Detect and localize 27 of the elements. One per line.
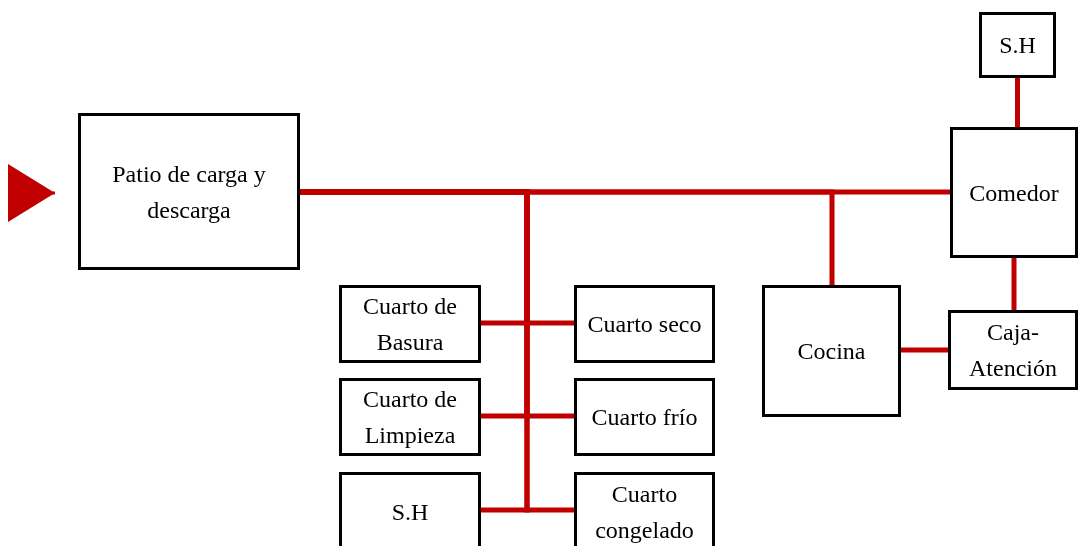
room-box <box>574 378 715 456</box>
connector-line <box>901 347 948 353</box>
room-label: Cuarto de Limpieza <box>362 385 458 450</box>
connector-line <box>1015 78 1020 127</box>
room-label: Cuarto de Basura <box>362 292 458 357</box>
room-box <box>948 310 1078 390</box>
room-label: Cocina <box>796 337 867 366</box>
room-box <box>574 472 715 546</box>
room-label: Comedor <box>968 178 1060 208</box>
room-label: Caja-Atención <box>968 318 1058 383</box>
room-box <box>979 12 1056 78</box>
room-box <box>339 378 481 456</box>
room-box <box>78 113 300 270</box>
room-label: Cuarto congelado <box>594 480 695 545</box>
room-label: S.H <box>390 498 430 527</box>
room-label: Cuarto frío <box>590 403 699 432</box>
room-box <box>950 127 1078 258</box>
room-label: Cuarto seco <box>586 310 703 339</box>
room-box <box>762 285 901 417</box>
room-label: Patio de carga y descarga <box>111 159 267 225</box>
connector-line <box>1011 258 1017 310</box>
room-box <box>339 472 481 546</box>
room-box <box>339 285 481 363</box>
room-box <box>574 285 715 363</box>
room-label: S.H <box>998 31 1037 60</box>
connector-line <box>300 189 574 513</box>
entry-arrow <box>8 164 55 222</box>
